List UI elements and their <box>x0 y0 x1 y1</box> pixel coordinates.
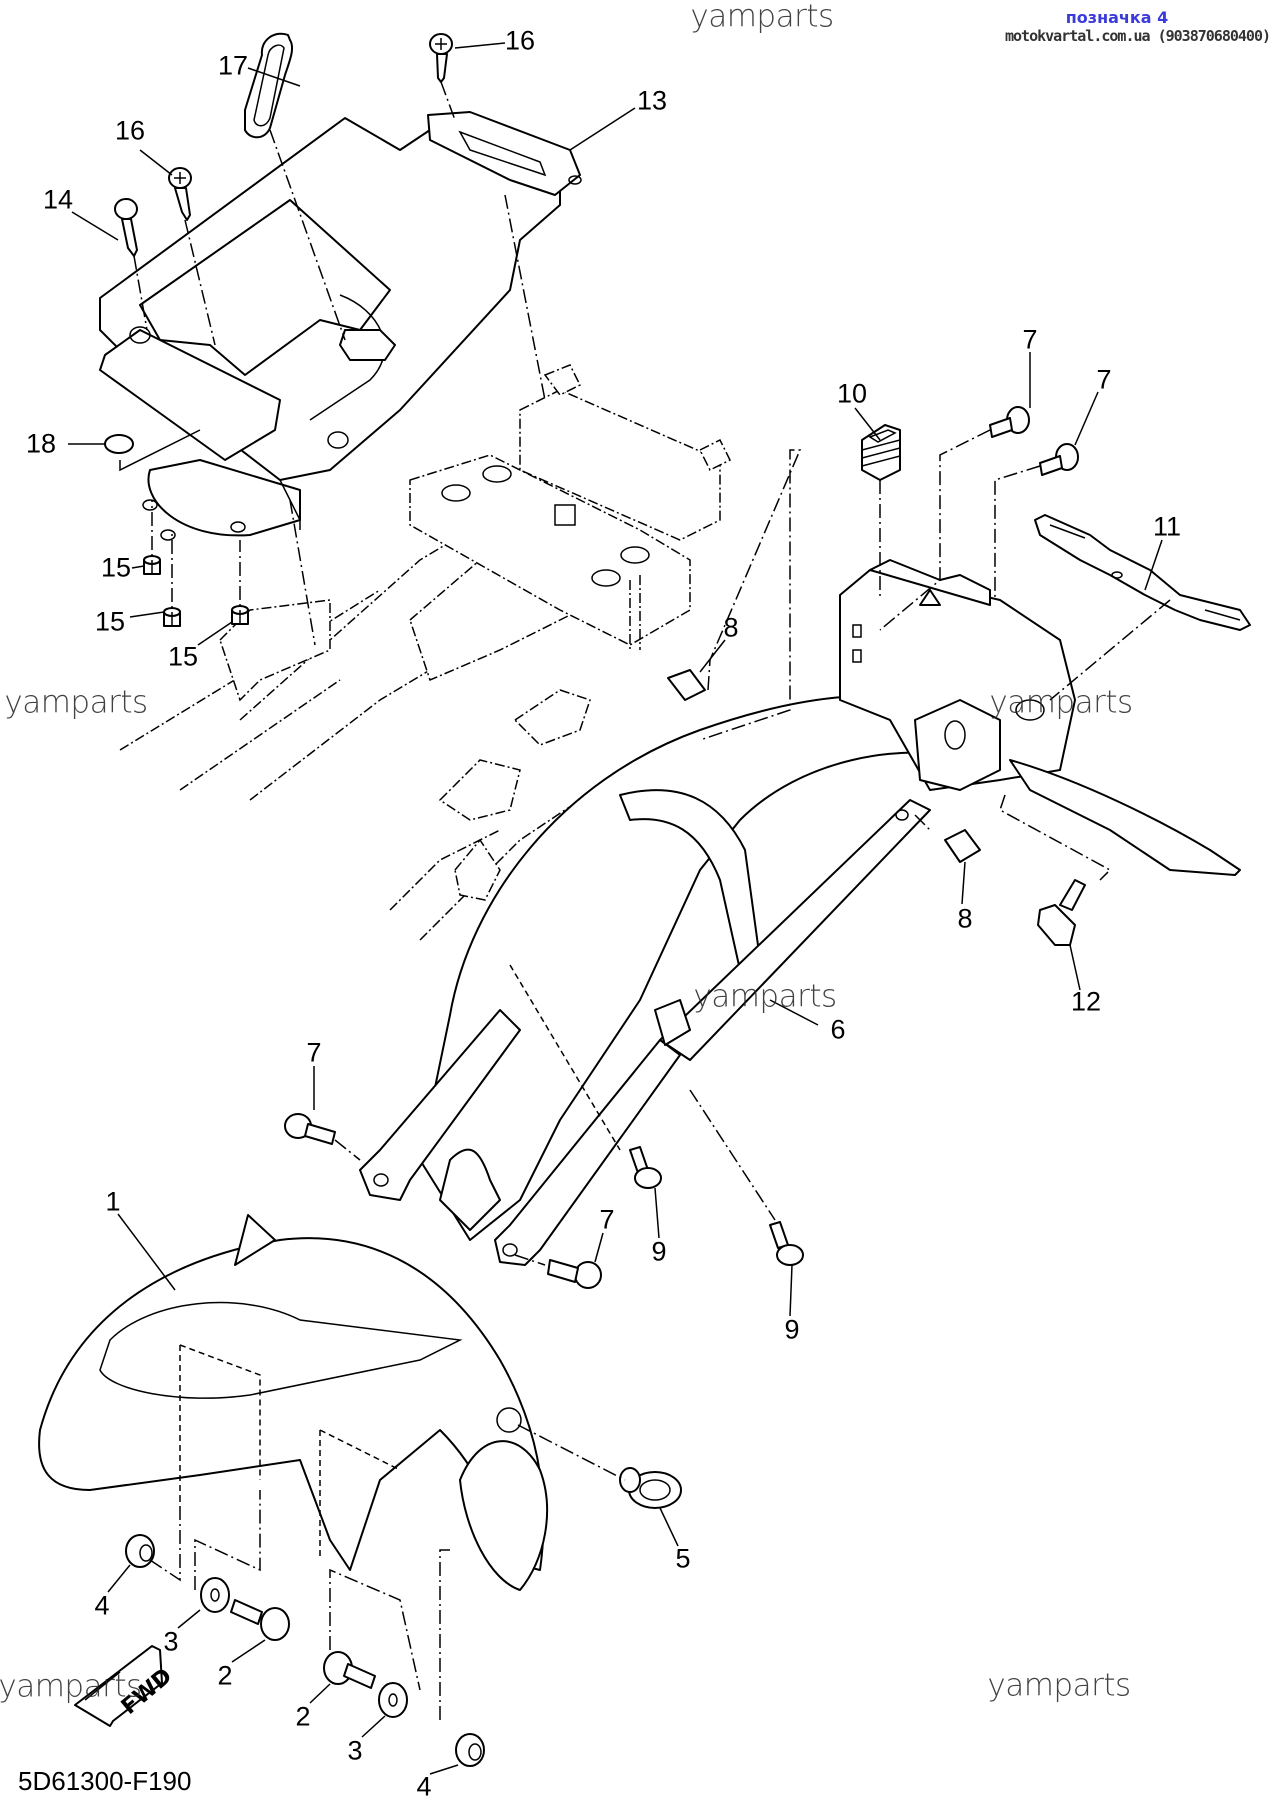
callout-16-left: 16 <box>114 115 146 146</box>
callout-9-b: 9 <box>784 1314 800 1345</box>
screw-left <box>168 167 192 221</box>
watermark-top: yamparts <box>690 0 834 35</box>
watermark-left: yamparts <box>4 684 148 721</box>
callout-7-left: 7 <box>306 1037 322 1068</box>
grommet-front <box>619 1467 682 1509</box>
callout-5: 5 <box>675 1543 691 1574</box>
bracket <box>1034 514 1251 631</box>
collar-left <box>125 1534 155 1568</box>
bolt-front-right <box>323 1651 376 1689</box>
leader-lines <box>68 42 1163 1775</box>
watermark-bottom-right: yamparts <box>987 1667 1131 1704</box>
badge-title: позначка 4 <box>1065 8 1169 27</box>
callout-15-a: 15 <box>100 552 132 583</box>
nut-clip-lower <box>944 829 981 863</box>
callout-12: 12 <box>1070 986 1102 1017</box>
bolt-upper-1 <box>989 406 1030 438</box>
callout-2-right: 2 <box>295 1701 311 1732</box>
callout-8-lower: 8 <box>957 903 973 934</box>
callout-6: 6 <box>830 1014 846 1045</box>
badge-contact: motokvartal.com.ua (903870680400) <box>1004 27 1271 45</box>
callout-4-left: 4 <box>94 1590 110 1621</box>
callout-18: 18 <box>25 428 57 459</box>
callout-10: 10 <box>836 378 868 409</box>
callout-15-b: 15 <box>94 606 126 637</box>
rear-fender <box>359 695 981 1266</box>
callout-3-left: 3 <box>163 1626 179 1657</box>
bolt-front-left <box>230 1599 290 1641</box>
taillight-bracket <box>839 559 1241 876</box>
screw-2 <box>769 1221 804 1266</box>
callout-15-c: 15 <box>167 641 199 672</box>
washer-right <box>378 1682 408 1718</box>
assembly-lines <box>133 81 1171 1720</box>
callout-14: 14 <box>42 184 74 215</box>
grommet <box>861 424 901 481</box>
callout-17: 17 <box>217 50 249 81</box>
callout-1: 1 <box>105 1186 121 1217</box>
seat-rubber-pad <box>244 32 294 139</box>
bolt-upper-2 <box>1039 443 1079 476</box>
callout-9-a: 9 <box>651 1236 667 1267</box>
callout-11: 11 <box>1152 511 1182 542</box>
callout-4-right: 4 <box>416 1771 432 1802</box>
bolt-lower <box>547 1259 602 1289</box>
bolt-left <box>284 1113 336 1145</box>
watermark-bottom-left: yamparts <box>0 1668 142 1705</box>
callout-8-upper: 8 <box>723 612 739 643</box>
watermark-center: yamparts <box>693 978 837 1015</box>
callout-16-top: 16 <box>504 25 536 56</box>
callout-3-right: 3 <box>347 1735 363 1766</box>
watermark-right: yamparts <box>989 684 1133 721</box>
callout-7-upper-1: 7 <box>1022 324 1038 355</box>
callout-7-upper-2: 7 <box>1096 364 1112 395</box>
flange-bolt <box>1037 879 1086 946</box>
washer-left <box>200 1577 230 1613</box>
callout-7-lower: 7 <box>599 1204 615 1235</box>
screw-top <box>429 33 453 83</box>
nut-set <box>143 555 249 627</box>
tapping-screw <box>114 198 138 257</box>
forward-arrow-icon: FWD <box>74 1645 177 1727</box>
callout-2-left: 2 <box>217 1660 233 1691</box>
collar-right <box>455 1733 485 1767</box>
front-fender <box>38 1214 549 1591</box>
frame-outline <box>119 364 732 941</box>
nut-clip-upper <box>667 669 706 701</box>
damper-plate <box>104 434 134 454</box>
catalog-code: 5D61300-F190 <box>18 1766 192 1796</box>
screw-1 <box>629 1146 662 1189</box>
callout-13: 13 <box>636 85 668 116</box>
